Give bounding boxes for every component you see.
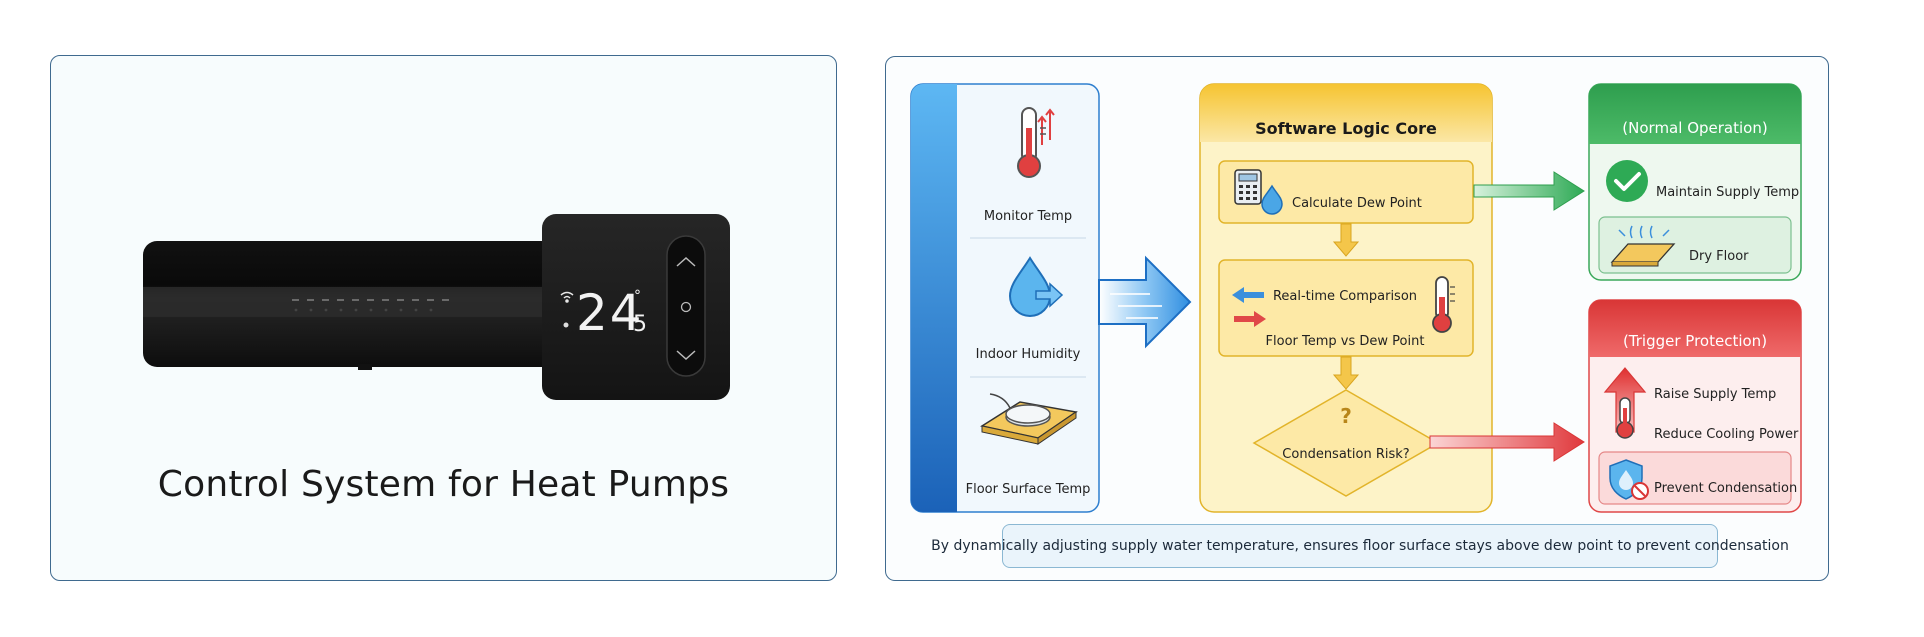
dry-floor-icon (1610, 225, 1676, 267)
thermometer-icon (1017, 107, 1055, 178)
normal-maintain-supply-temp: Maintain Supply Temp (1656, 185, 1799, 200)
product-caption: Control System for Heat Pumps (157, 464, 730, 505)
heat-pump-controller-device: 24 5 ° (143, 214, 730, 400)
floor-sensor-icon (980, 393, 1078, 445)
input-flow-arrow (1098, 255, 1192, 349)
chevron-up-icon[interactable] (676, 256, 696, 267)
normal-dry-floor: Dry Floor (1689, 249, 1749, 264)
protection-branch-arrow (1429, 422, 1585, 462)
thermostat-display-subscript: 5 (633, 312, 647, 337)
raise-temp-icon (1603, 367, 1647, 439)
water-drop-icon (1008, 256, 1064, 317)
normal-branch-arrow (1473, 171, 1585, 211)
normal-operation-box: (Normal Operation) Maintain Supply Temp … (1588, 83, 1802, 281)
bottom-note: By dynamically adjusting supply water te… (931, 524, 1789, 568)
input-label-floor-surface-temp: Floor Surface Temp (966, 482, 1091, 497)
protection-raise-supply-temp: Raise Supply Temp (1654, 387, 1776, 402)
step-floor-vs-dew: Floor Temp vs Dew Point (1266, 334, 1425, 349)
down-arrow-2 (1332, 356, 1360, 390)
input-label-indoor-humidity: Indoor Humidity (976, 347, 1081, 362)
inputs-column: Monitor Temp Indoor Humidity Floor Surfa… (910, 83, 1100, 513)
shield-no-water-icon (1609, 459, 1649, 500)
protection-reduce-cooling: Reduce Cooling Power (1654, 427, 1799, 442)
comparison-arrows-icon (1232, 287, 1266, 327)
thermostat-display-value: 24 (576, 284, 644, 342)
humidity-dot-icon (563, 322, 569, 328)
checkmark-icon (1606, 160, 1648, 202)
normal-operation-title: (Normal Operation) (1622, 119, 1767, 137)
chevron-down-icon[interactable] (676, 350, 696, 361)
decision-question-mark: ? (1340, 404, 1352, 428)
logic-core-title: Software Logic Core (1255, 119, 1437, 138)
input-label-monitor-temp: Monitor Temp (984, 209, 1072, 224)
logic-core-box: Software Logic Core Calculate Dew Point … (1199, 83, 1493, 513)
thermometer-small-icon (1432, 276, 1455, 333)
step-realtime-comparison: Real-time Comparison (1273, 289, 1417, 304)
power-button-icon[interactable] (680, 301, 692, 313)
thermostat-degree-symbol: ° (634, 288, 641, 304)
protection-title: (Trigger Protection) (1623, 332, 1767, 350)
wifi-icon (560, 291, 574, 303)
down-arrow-1 (1332, 223, 1360, 257)
decision-diamond (1252, 389, 1440, 497)
step-calculate-dew-point: Calculate Dew Point (1292, 196, 1422, 211)
calculator-icon (1234, 169, 1283, 215)
indicator-leds-icon (292, 299, 449, 312)
protection-prevent-condensation: Prevent Condensation (1654, 481, 1797, 496)
decision-condensation-risk: Condensation Risk? (1282, 447, 1409, 462)
trigger-protection-box: (Trigger Protection) Raise Supply Temp R… (1588, 299, 1802, 513)
